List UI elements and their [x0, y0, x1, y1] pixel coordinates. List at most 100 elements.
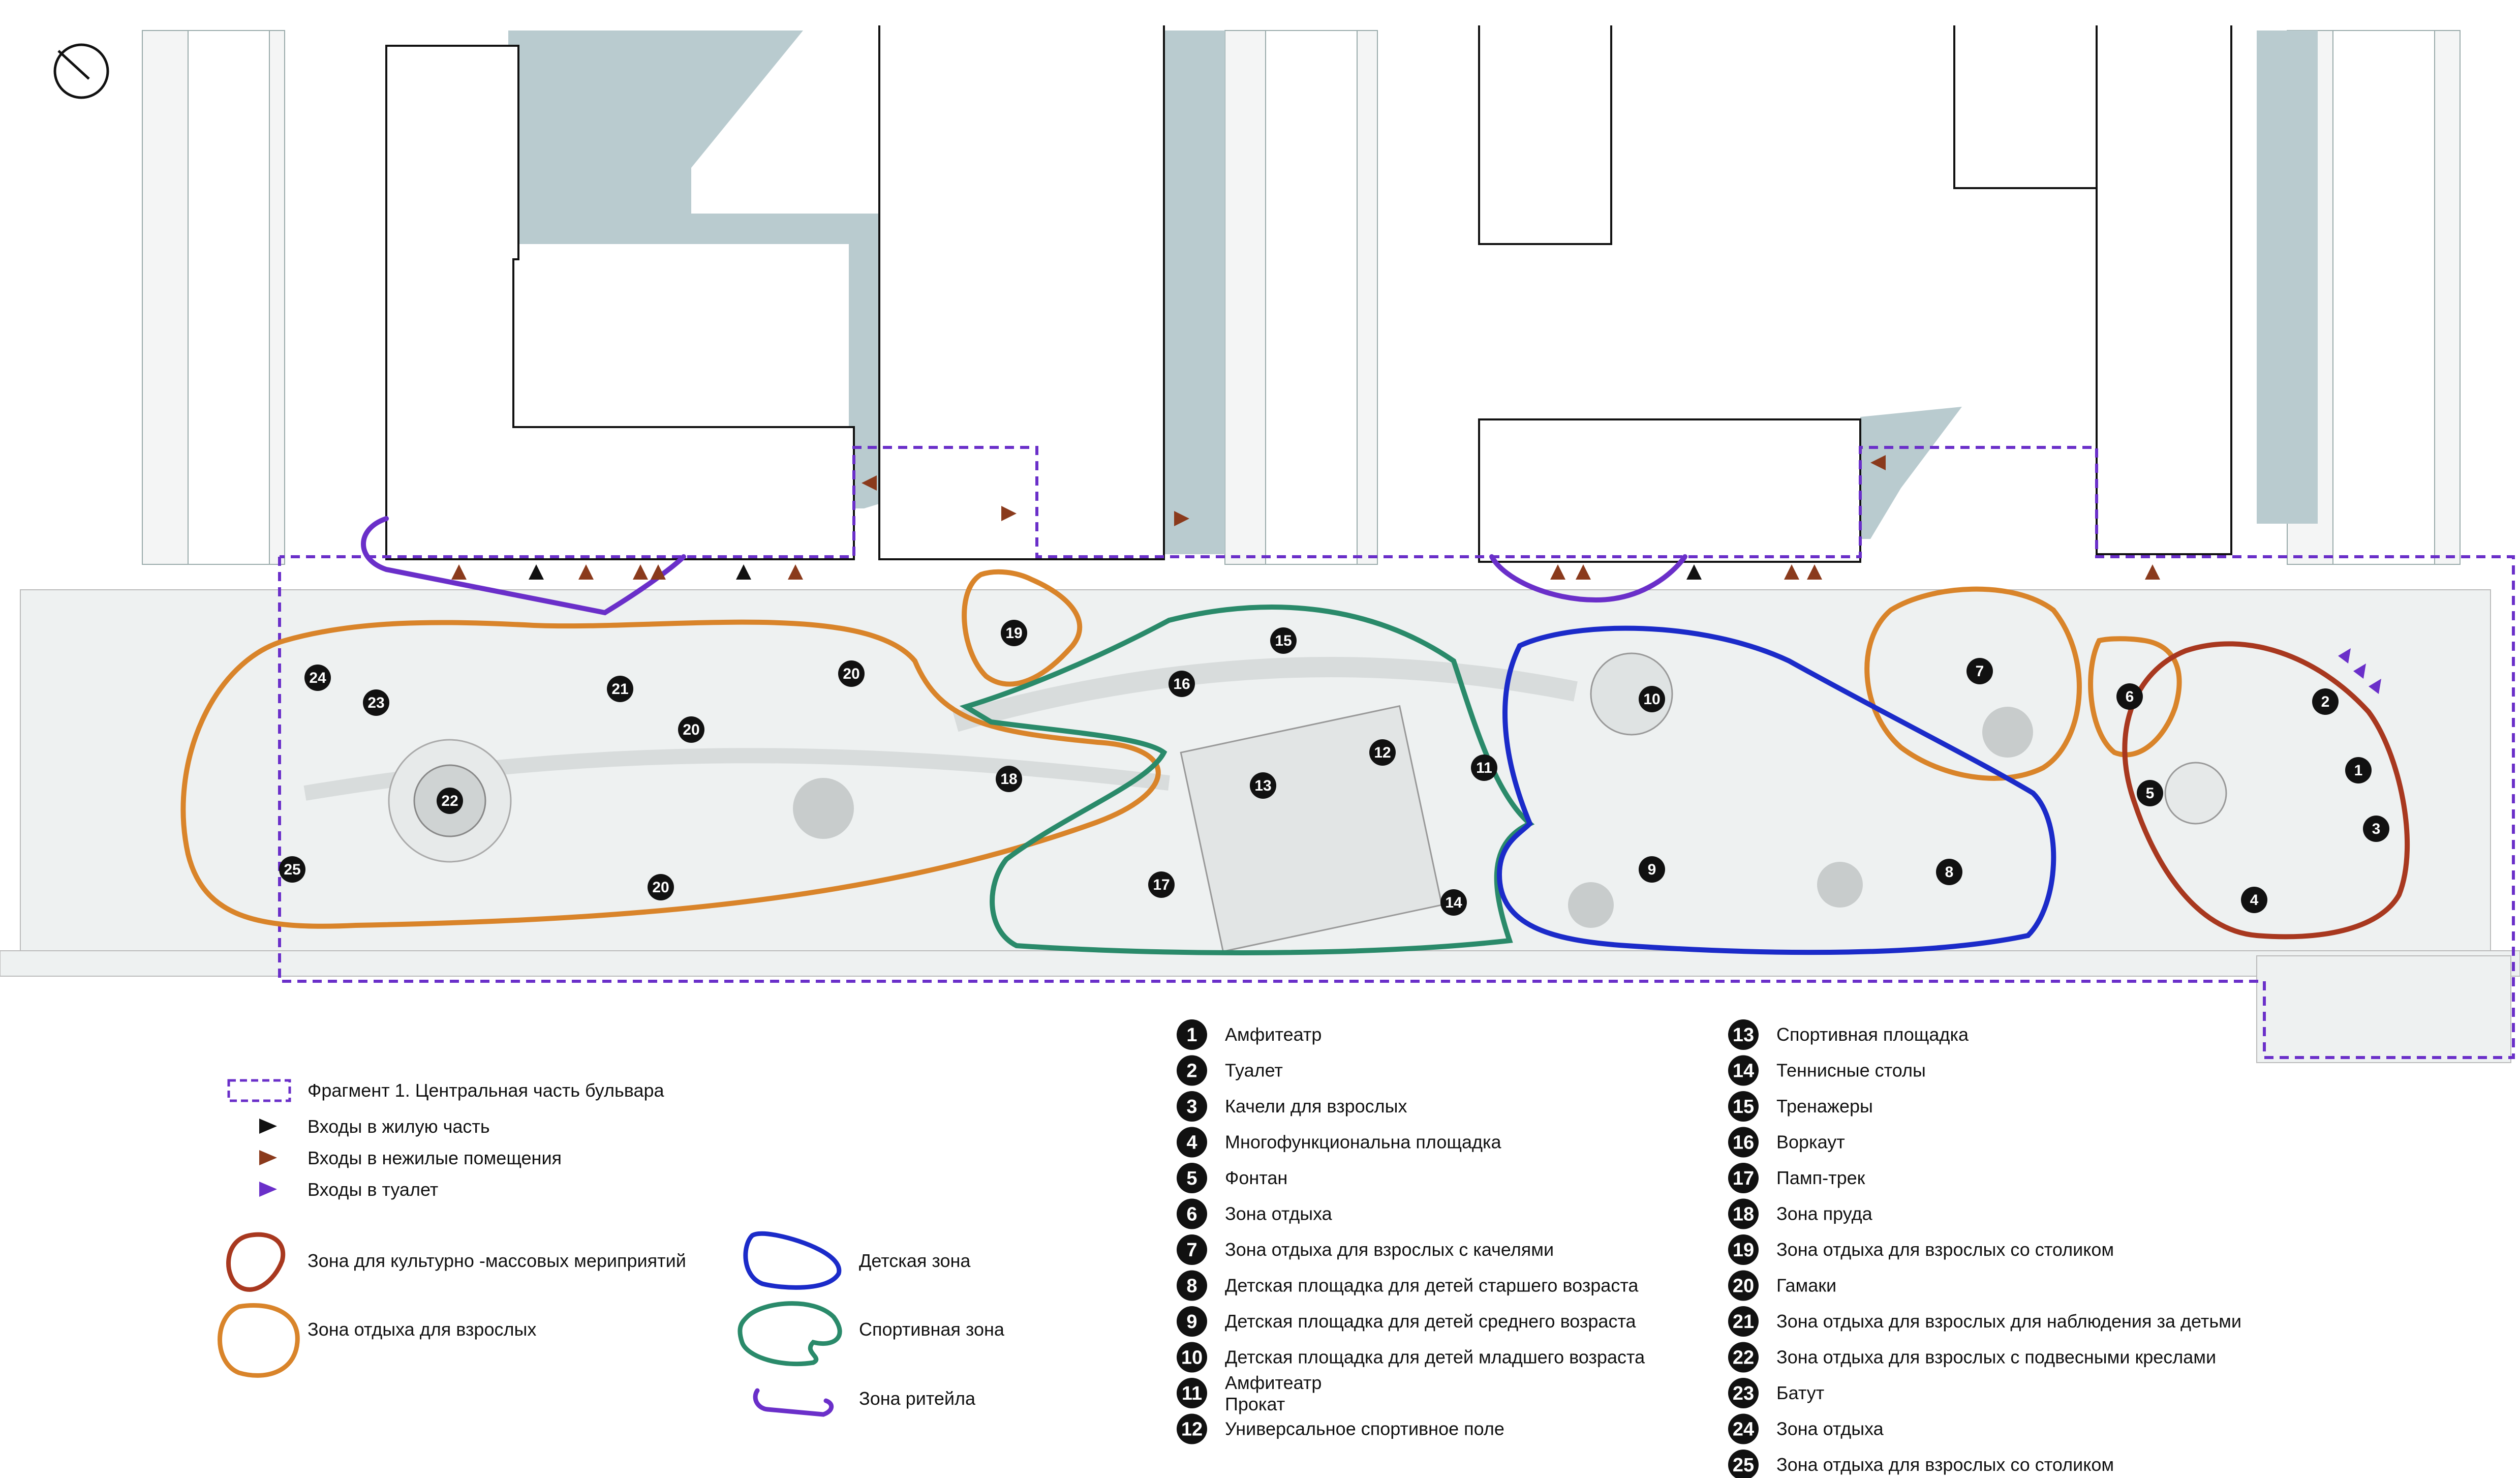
adult-rest-zone-6 [2088, 636, 2182, 758]
legend-item-label: Зона отдыха [1776, 1419, 1884, 1439]
legend-item-label: Тренажеры [1776, 1096, 1873, 1117]
legend-item-circle [1177, 1127, 1207, 1158]
map-marker: 23 [363, 689, 389, 716]
map-marker: 1 [2345, 757, 2372, 783]
map-marker-number: 11 [1476, 760, 1492, 776]
legend-zone-sport-label: Спортивная зона [859, 1319, 1005, 1340]
legend-item-circle [1728, 1163, 1759, 1193]
legend-item-number: 19 [1733, 1240, 1754, 1261]
map-marker: 16 [1169, 671, 1195, 697]
legend-item-number: 7 [1186, 1240, 1197, 1261]
legend-zone-cultural-label: Зона для культурно -массовых мериприятий [308, 1250, 686, 1271]
map-marker: 8 [1936, 859, 1962, 885]
map-marker-circle [2116, 683, 2143, 710]
legend-item-label: Гамаки [1776, 1275, 1836, 1296]
retail-zone-left [361, 516, 686, 616]
legend-item-number: 23 [1733, 1383, 1754, 1404]
map-marker-circle [363, 689, 389, 716]
map-marker: 17 [1148, 871, 1175, 898]
legend-item-circle [1177, 1306, 1207, 1337]
map-marker-number: 24 [309, 670, 326, 686]
legend-item-number: 10 [1181, 1347, 1203, 1369]
map-marker-circle [1270, 627, 1297, 654]
map-marker: 13 [1250, 772, 1276, 799]
legend-item-label: Амфитеатр [1225, 1024, 1322, 1045]
map-marker-circle [2137, 780, 2163, 806]
map-marker-number: 3 [2372, 821, 2381, 837]
fragment-boundary [278, 446, 2515, 1059]
map-marker-number: 23 [367, 695, 384, 711]
map-marker-number: 1 [2354, 762, 2363, 779]
map-marker-circle [1966, 658, 1993, 684]
plaza-features [388, 652, 2227, 953]
entries-toilet [2338, 648, 2381, 694]
legend-item-number: 13 [1733, 1024, 1754, 1046]
map-marker-circle [1169, 671, 1195, 697]
children-zone [1496, 625, 2056, 955]
legend-item-label: Зона отдыха для взрослых со столиком [1776, 1239, 2114, 1260]
map-marker: 2 [2312, 688, 2339, 715]
legend-item-number: 18 [1733, 1204, 1754, 1225]
cultural-zone [2122, 641, 2410, 940]
map-marker-circle [996, 766, 1022, 792]
legend-item-number: 14 [1733, 1061, 1754, 1082]
legend-item-number: 1 [1186, 1024, 1197, 1046]
map-marker-number: 20 [843, 666, 859, 682]
legend-zone-children-label: Детская зона [859, 1250, 971, 1271]
entry-residential-icon [259, 1119, 277, 1134]
map-marker: 6 [2116, 683, 2143, 710]
legend-fragment-label: Фрагмент 1. Центральная часть бульвара [308, 1080, 665, 1101]
legend-item: 13 Спортивная площадка [1728, 1019, 1969, 1050]
map-marker-circle [1369, 739, 1396, 766]
legend-item-label: Спортивная площадка [1776, 1024, 1969, 1045]
legend-item-label-secondary: Прокат [1225, 1394, 1285, 1414]
map-markers: 1234567891011121314151617181920202021222… [279, 620, 2389, 916]
map-marker-number: 6 [2126, 688, 2134, 705]
legend-item-label: Зона отдыха [1225, 1203, 1333, 1224]
legend-item-number: 16 [1733, 1132, 1754, 1154]
legend-item: 24 Зона отдыха [1728, 1413, 1884, 1444]
map-marker-number: 2 [2321, 693, 2330, 710]
map-marker: 7 [1966, 658, 1993, 684]
map-marker: 20 [838, 660, 865, 687]
map-marker: 15 [1270, 627, 1297, 654]
legend-item-number: 2 [1186, 1061, 1197, 1082]
legend-item-number: 8 [1186, 1276, 1197, 1297]
legend-zone-retail-label: Зона ритейла [859, 1388, 976, 1409]
map-marker-number: 5 [2146, 785, 2155, 802]
map-marker-number: 13 [1254, 777, 1271, 794]
legend-item-label: Памп-трек [1776, 1167, 1865, 1188]
adult-rest-zone-19 [962, 569, 1083, 687]
legend-item-circle [1728, 1450, 1759, 1478]
legend-item-circle [1728, 1270, 1759, 1301]
map-marker-number: 19 [1005, 625, 1022, 642]
map-marker: 21 [607, 676, 633, 702]
north-arrow-icon [53, 43, 109, 99]
legend-item-circle [1728, 1019, 1759, 1050]
legend-item-number: 24 [1733, 1419, 1754, 1440]
legend-item-number: 12 [1181, 1419, 1203, 1440]
legend-item: 19 Зона отдыха для взрослых со столиком [1728, 1234, 2114, 1265]
entries-residential [529, 564, 1702, 580]
legend-item-label: Многофункциональна площадка [1225, 1132, 1502, 1153]
map-marker: 9 [1639, 856, 1665, 883]
map-marker: 25 [279, 856, 305, 883]
legend-item-number: 25 [1733, 1455, 1754, 1476]
legend-item-label: Теннисные столы [1776, 1060, 1926, 1081]
legend-item-circle [1728, 1198, 1759, 1229]
legend-item-circle [1728, 1342, 1759, 1373]
map-marker-circle [648, 874, 674, 900]
parking-middle [1224, 30, 1378, 565]
entries-nonresidential [451, 455, 2160, 580]
legend-item-circle [1177, 1198, 1207, 1229]
map-marker-circle [1639, 686, 1665, 712]
sport-zone [959, 605, 1535, 955]
legend-item-number: 6 [1186, 1204, 1197, 1225]
legend-item-number: 11 [1182, 1383, 1202, 1404]
